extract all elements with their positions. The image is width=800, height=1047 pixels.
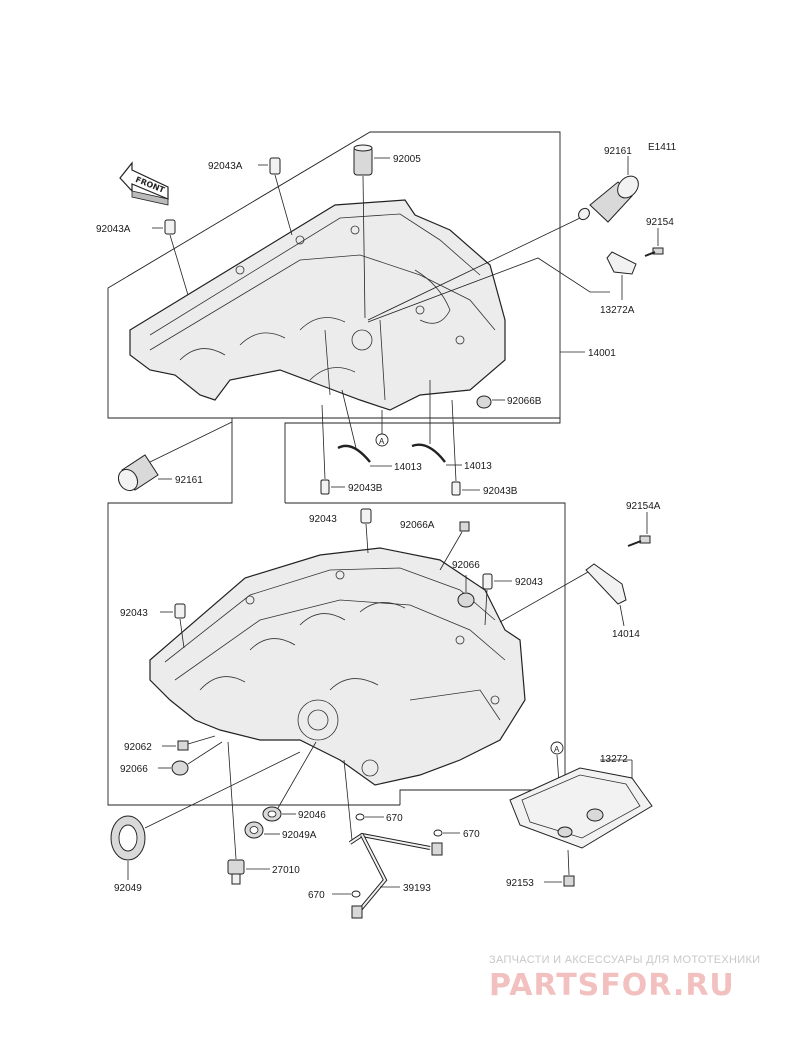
label-670-c: 670 <box>308 890 325 901</box>
label-14014: 14014 <box>612 629 640 640</box>
watermark-caption: ЗАПЧАСТИ И АКСЕССУАРЫ ДЛЯ МОТОТЕХНИКИ <box>489 954 760 966</box>
label-92043A-left: 92043A <box>96 224 131 235</box>
label-92049: 92049 <box>114 883 142 894</box>
front-arrow-icon: FRONT <box>119 161 169 206</box>
label-92043B-b: 92043B <box>483 486 518 497</box>
cover-13272 <box>509 759 653 849</box>
label-92043-right: 92043 <box>515 577 543 588</box>
label-92066A: 92066A <box>400 520 435 531</box>
dowel-92043-top <box>360 508 372 554</box>
dowel-92043B-b <box>451 399 480 496</box>
watermark-brand: PARTSFOR.RU <box>489 968 735 1003</box>
label-92005: 92005 <box>393 154 421 165</box>
bolt-92154 <box>644 228 664 257</box>
label-670-b: 670 <box>463 829 480 840</box>
label-14013-b: 14013 <box>464 461 492 472</box>
plug-92066A <box>439 521 470 571</box>
lower-frame-left <box>107 418 400 806</box>
label-92049A: 92049A <box>282 830 317 841</box>
callout-A-upper: A <box>375 410 389 447</box>
label-92153: 92153 <box>506 878 534 889</box>
upper-crankcase <box>129 199 506 411</box>
upper-case-frame <box>107 131 561 419</box>
label-27010: 27010 <box>272 865 300 876</box>
plate-13272A <box>367 251 637 323</box>
label-92154A: 92154A <box>626 501 661 512</box>
label-92043-top: 92043 <box>309 514 337 525</box>
plug-92066B <box>476 395 505 409</box>
dowel-92043-right <box>482 573 512 626</box>
bush-92161-bottom <box>117 421 233 492</box>
label-14001: 14001 <box>588 348 616 359</box>
dowel-92043-left <box>160 603 186 649</box>
label-13272A: 13272A <box>600 305 635 316</box>
bolt-92153 <box>544 849 575 887</box>
label-39193: 39193 <box>403 883 431 894</box>
label-92062: 92062 <box>124 742 152 753</box>
label-92043-left: 92043 <box>120 608 148 619</box>
plate-14014 <box>499 563 627 627</box>
label-13272: 13272 <box>600 754 628 765</box>
label-14013-a: 14013 <box>394 462 422 473</box>
plug-92066-low <box>158 741 223 776</box>
label-92161-top: 92161 <box>604 146 632 157</box>
label-670-a: 670 <box>386 813 403 824</box>
bearing-14013-b <box>411 380 462 466</box>
dowel-92043A-top <box>258 157 293 236</box>
bearing-92046 <box>262 741 317 822</box>
switch-27010 <box>227 741 270 885</box>
oring-670-b <box>433 829 460 837</box>
seal-92049 <box>110 751 301 880</box>
oring-670-c <box>332 890 361 898</box>
seal-92049A <box>244 821 280 839</box>
lower-crankcase <box>149 547 526 786</box>
bearing-14013-a <box>337 389 392 467</box>
label-92046: 92046 <box>298 810 326 821</box>
label-92043A-top: 92043A <box>208 161 243 172</box>
bush-92161-top <box>367 156 639 321</box>
plug-92062 <box>162 735 216 751</box>
label-92066B: 92066B <box>507 396 542 407</box>
pipe-39193 <box>343 759 443 919</box>
label-92043B-a: 92043B <box>348 483 383 494</box>
dowel-92043B-a <box>320 404 345 495</box>
plug-92066-mid <box>457 575 475 608</box>
bolt-92154A <box>627 512 651 547</box>
svg-text:A: A <box>379 437 385 446</box>
svg-text:A: A <box>554 745 560 754</box>
label-92066-mid: 92066 <box>452 560 480 571</box>
label-92154: 92154 <box>646 217 674 228</box>
dowel-92043A-left <box>152 219 189 296</box>
oring-670-a <box>355 813 384 821</box>
diagram-code: E1411 <box>648 142 677 153</box>
label-92161-bottom: 92161 <box>175 475 203 486</box>
plug-92005 <box>353 144 390 319</box>
label-92066-low: 92066 <box>120 764 148 775</box>
bearing-frame <box>284 418 561 503</box>
